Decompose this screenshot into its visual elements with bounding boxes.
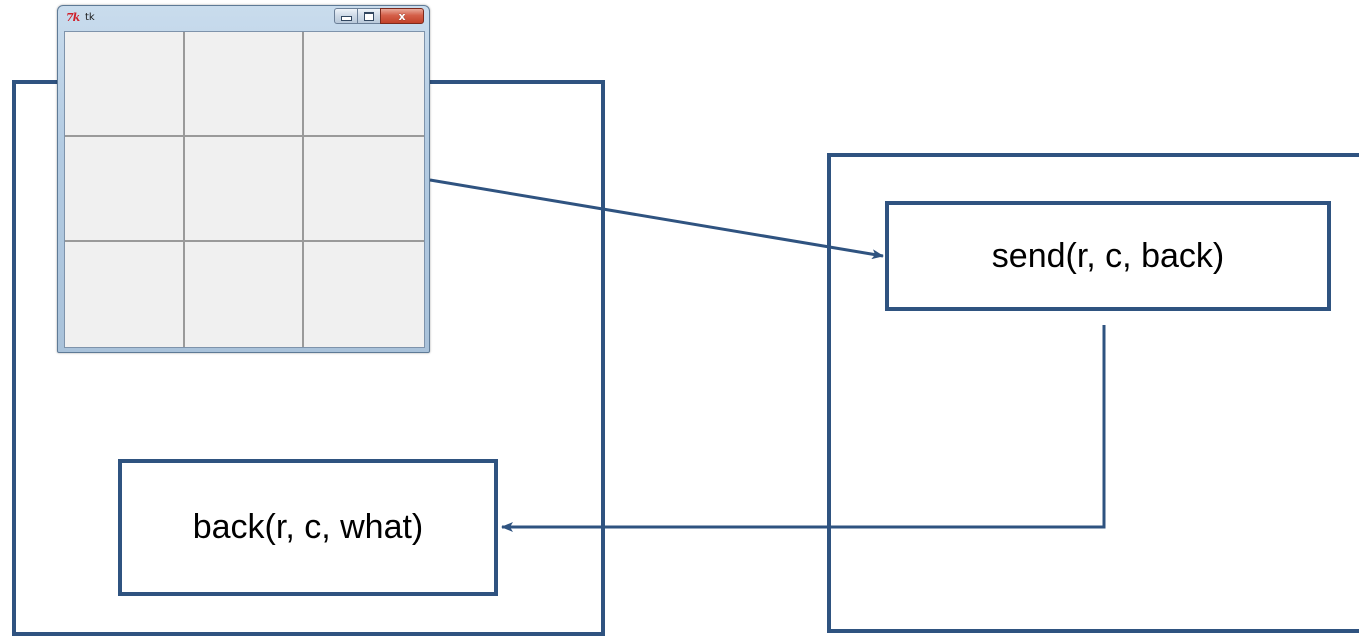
back-function-box: back(r, c, what)	[118, 459, 498, 596]
grid-cell-r2-c1[interactable]	[65, 137, 185, 242]
maximize-icon	[364, 11, 374, 21]
maximize-button[interactable]	[357, 8, 381, 24]
back-function-label: back(r, c, what)	[192, 508, 424, 546]
grid-cell-r2-c2[interactable]	[184, 137, 305, 242]
close-button[interactable]: x	[380, 8, 424, 24]
tk-titlebar[interactable]: 7k tk x	[58, 6, 429, 30]
send-function-box: send(r, c, back)	[885, 201, 1331, 311]
grid-cell-r2-c3[interactable]	[304, 137, 424, 242]
grid-cell-r1-c1[interactable]	[65, 32, 185, 137]
tk-window-title: tk	[85, 12, 95, 23]
grid-cell-r3-c3[interactable]	[304, 242, 424, 347]
grid-cell-r3-c2[interactable]	[184, 242, 305, 347]
close-icon: x	[398, 9, 406, 23]
grid-cell-r1-c3[interactable]	[304, 32, 424, 137]
grid-cell-r3-c1[interactable]	[65, 242, 185, 347]
tic-tac-toe-grid	[64, 31, 425, 348]
minimize-button[interactable]	[334, 8, 358, 24]
tk-window[interactable]: 7k tk x	[57, 5, 430, 353]
tk-logo-icon: 7k	[66, 11, 80, 24]
grid-cell-r1-c2[interactable]	[184, 32, 305, 137]
minimize-icon	[340, 16, 352, 21]
send-function-label: send(r, c, back)	[991, 236, 1225, 275]
